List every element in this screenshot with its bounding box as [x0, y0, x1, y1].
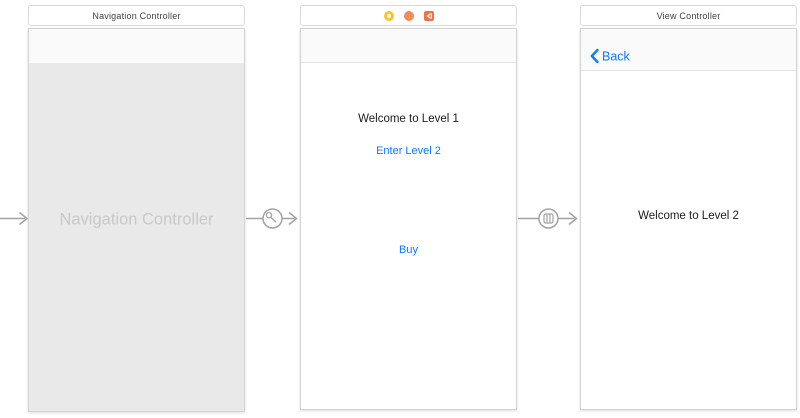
- exit-icon[interactable]: [423, 10, 434, 21]
- back-button[interactable]: Back: [590, 48, 630, 64]
- navigation-controller-scene[interactable]: Navigation Controller: [28, 28, 245, 412]
- level1-navbar: [301, 29, 516, 63]
- level2-navbar: [581, 29, 796, 71]
- level2-view-controller-scene[interactable]: Back Welcome to Level 2: [580, 28, 797, 410]
- view-controller-scene-header[interactable]: View Controller: [580, 5, 797, 26]
- view-controller-scene-title: View Controller: [656, 10, 721, 21]
- show-segue[interactable]: [518, 208, 578, 229]
- level1-welcome-label: Welcome to Level 1: [358, 113, 459, 125]
- relationship-segue-icon: [265, 211, 277, 223]
- relationship-segue-root-view-controller[interactable]: [246, 208, 298, 229]
- view-controller-icon[interactable]: [383, 10, 394, 21]
- entry-point-arrow: [0, 211, 29, 226]
- nav-controller-navbar: [29, 29, 244, 64]
- nav-controller-placeholder-label: Navigation Controller: [59, 210, 214, 229]
- level2-welcome-label: Welcome to Level 2: [638, 210, 739, 222]
- show-segue-icon: [543, 213, 554, 224]
- enter-level2-button[interactable]: Enter Level 2: [376, 145, 441, 157]
- buy-button[interactable]: Buy: [399, 244, 418, 256]
- level1-scene-dock[interactable]: [300, 5, 517, 26]
- level1-view-controller-scene[interactable]: Welcome to Level 1 Enter Level 2 Buy: [300, 28, 517, 410]
- nav-controller-scene-header[interactable]: Navigation Controller: [28, 5, 245, 26]
- first-responder-icon[interactable]: [403, 10, 414, 21]
- back-button-label: Back: [602, 49, 630, 63]
- scene-dock-icons: [301, 6, 516, 25]
- nav-controller-content-area: [29, 64, 244, 411]
- back-chevron-icon: [590, 48, 599, 64]
- nav-controller-scene-title: Navigation Controller: [92, 10, 181, 21]
